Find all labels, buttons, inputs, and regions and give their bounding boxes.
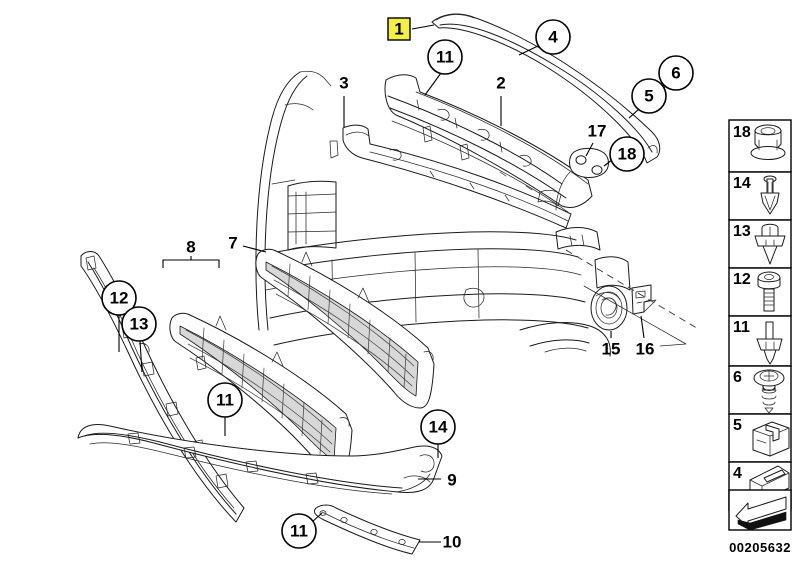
callout-15[interactable]: 15 <box>602 331 621 358</box>
legend-4-number: 4 <box>733 465 742 482</box>
part-number-label: 00205632 <box>729 540 791 555</box>
fastener-legend: 18 14 13 <box>728 119 792 555</box>
part-7-upper-mesh-grille <box>255 248 435 409</box>
callout-circle <box>658 55 694 91</box>
callout-4[interactable]: 4 <box>518 19 571 56</box>
callout-18-label: 18 <box>618 144 637 163</box>
callout-11-top-label: 11 <box>436 47 454 66</box>
callout-1-label: 1 <box>394 19 403 38</box>
callout-circle <box>631 78 667 114</box>
construction-guide-lines <box>565 249 701 347</box>
callout-17-label: 17 <box>588 121 607 140</box>
callout-5[interactable]: 5 <box>628 78 667 119</box>
callout-10[interactable]: 10 <box>419 532 461 551</box>
callout-2[interactable]: 2 <box>496 73 506 126</box>
part-10-lower-cover-strip <box>313 504 421 555</box>
callout-11-bottom-label: 11 <box>290 521 308 540</box>
callout-17[interactable]: 17 <box>585 121 607 157</box>
callout-7-label: 7 <box>228 233 237 252</box>
callout-8-label: 8 <box>186 237 195 256</box>
callout-15-label: 15 <box>602 339 621 358</box>
legend-item-arrow <box>728 489 792 531</box>
square-clip-icon <box>752 421 790 457</box>
callout-9[interactable]: 9 <box>418 470 457 489</box>
callout-11-mid[interactable]: 11 <box>207 382 243 436</box>
legend-item-5[interactable]: 5 <box>728 413 792 463</box>
legend-14-number: 14 <box>733 175 751 192</box>
legend-6-number: 6 <box>733 369 742 386</box>
callout-18[interactable]: 18 <box>603 136 645 172</box>
part-4-upper-moulding-strip <box>431 13 661 164</box>
legend-11-number: 11 <box>733 319 750 336</box>
push-pin-icon <box>756 321 783 365</box>
legend-item-13[interactable]: 13 <box>728 219 792 269</box>
part-17-mounting-bracket <box>555 147 609 211</box>
part-9-lower-spoiler <box>77 424 443 495</box>
callout-12[interactable]: 12 <box>101 280 137 352</box>
callout-12-label: 12 <box>110 288 129 307</box>
washer-screw-icon <box>753 369 785 414</box>
callout-14-label: 14 <box>429 417 448 436</box>
callout-layer: 1 11 4 6 5 3 <box>101 17 694 551</box>
legend-item-14[interactable]: 14 <box>728 171 792 221</box>
callout-circle <box>101 280 137 316</box>
callout-14[interactable]: 14 <box>420 409 456 458</box>
callout-13[interactable]: 13 <box>121 306 157 373</box>
callout-4-label: 4 <box>548 27 558 46</box>
callout-13-label: 13 <box>130 314 149 333</box>
callout-6[interactable]: 6 <box>655 55 694 96</box>
expanding-clip-icon <box>754 223 786 265</box>
callout-circle <box>609 136 645 172</box>
callout-6-label: 6 <box>671 63 680 82</box>
callout-circle <box>535 19 571 55</box>
part-3-upper-trim-strip <box>342 124 572 229</box>
torx-bolt-icon <box>757 271 781 312</box>
legend-18-number: 18 <box>733 124 751 141</box>
callout-circle <box>420 409 456 445</box>
callout-11-bottom[interactable]: 11 <box>281 512 323 549</box>
callout-10-label: 10 <box>443 532 462 551</box>
callout-1[interactable]: 1 <box>387 17 435 41</box>
highlight-box <box>387 17 411 41</box>
callout-3-label: 3 <box>339 73 348 92</box>
callout-11-top[interactable]: 11 <box>424 39 463 96</box>
callout-3[interactable]: 3 <box>339 73 349 127</box>
callout-9-label: 9 <box>447 470 456 489</box>
callout-circle <box>207 382 243 418</box>
callout-circle <box>281 513 317 549</box>
callout-7[interactable]: 7 <box>228 233 267 253</box>
part-15-horn-disc <box>590 285 628 331</box>
legend-item-6[interactable]: 6 <box>728 365 792 415</box>
callout-circle <box>427 39 463 75</box>
legend-item-18[interactable]: 18 <box>728 119 792 173</box>
callout-2-label: 2 <box>496 73 505 92</box>
callout-5-label: 5 <box>644 86 653 105</box>
push-rivet-icon <box>760 175 780 215</box>
part-2-grille-carrier <box>384 74 593 213</box>
callout-11-mid-label: 11 <box>216 390 234 409</box>
arrow-direction-icon <box>735 496 787 531</box>
legend-item-12[interactable]: 12 <box>728 267 792 317</box>
legend-12-number: 12 <box>733 271 751 288</box>
callout-circle <box>121 306 157 342</box>
legend-5-number: 5 <box>733 417 742 434</box>
callout-8[interactable]: 8 <box>162 237 220 268</box>
callout-16-label: 16 <box>636 339 655 358</box>
legend-13-number: 13 <box>733 223 751 240</box>
flange-nut-icon <box>750 124 786 160</box>
legend-item-11[interactable]: 11 <box>728 315 792 367</box>
callout-16[interactable]: 16 <box>636 315 655 358</box>
